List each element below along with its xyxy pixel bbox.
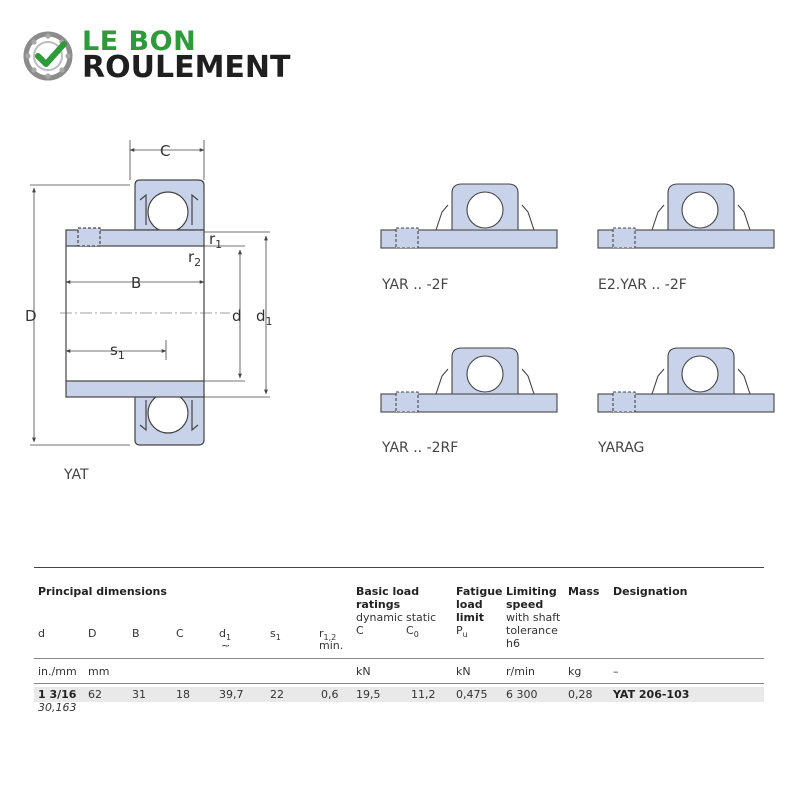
variant-yar-2rf-drawing bbox=[380, 347, 558, 413]
dim-label-r2: r2 bbox=[188, 248, 201, 269]
cell-mass: 0,28 bbox=[568, 688, 593, 701]
symbol-D: D bbox=[88, 627, 97, 640]
unit-rpm: r/min bbox=[506, 665, 535, 678]
yat-section-drawing bbox=[30, 140, 270, 446]
unit-kg: kg bbox=[568, 665, 582, 678]
dim-label-d: d bbox=[232, 307, 242, 325]
symbol-C0: C0 bbox=[406, 624, 419, 640]
symbol-d: d bbox=[38, 627, 45, 640]
unit-in-mm: in./mm bbox=[38, 665, 77, 678]
unit-mm: mm bbox=[88, 665, 110, 678]
yat-caption: YAT bbox=[63, 467, 89, 483]
bearing-check-icon bbox=[23, 31, 73, 81]
cell-d-inch: 1 3/16 bbox=[38, 688, 77, 701]
dim-label-C: C bbox=[160, 142, 170, 160]
variant-yar-2f-drawing bbox=[380, 183, 558, 249]
dim-label-r1: r1 bbox=[209, 230, 222, 251]
dim-label-B: B bbox=[131, 274, 141, 292]
table-row-highlight bbox=[34, 687, 764, 702]
symbol-Pu: Pu bbox=[456, 624, 468, 640]
bearing-drawings: C r1 r2 B D d d1 s1 YAT YAR .. -2F E2.YA… bbox=[25, 140, 775, 483]
cell-designation: YAT 206-103 bbox=[613, 688, 690, 701]
symbol-r12-min: min. bbox=[319, 639, 344, 652]
cell-d-mm: 30,163 bbox=[38, 701, 77, 714]
unit-kN-load: kN bbox=[356, 665, 371, 678]
symbol-d1: d1 bbox=[219, 627, 232, 643]
cell-s1: 22 bbox=[270, 688, 284, 701]
cell-B: 31 bbox=[132, 688, 146, 701]
variant-caption-4: YARAG bbox=[597, 440, 644, 456]
symbol-B: B bbox=[132, 627, 140, 640]
header-limiting-2: speed bbox=[506, 598, 544, 611]
header-basic-load-2: ratings bbox=[356, 598, 401, 611]
variant-caption-3: YAR .. -2RF bbox=[381, 440, 458, 456]
header-static: static bbox=[406, 611, 437, 624]
symbol-r12: r1,2 bbox=[319, 627, 337, 643]
cell-d1: 39,7 bbox=[219, 688, 244, 701]
variant-caption-2: E2.YAR .. -2F bbox=[598, 277, 687, 293]
cell-r12: 0,6 bbox=[321, 688, 339, 701]
company-logo: LE BON ROULEMENT bbox=[22, 28, 302, 84]
header-limiting-4: tolerance bbox=[506, 624, 558, 637]
logo-line-1: LE BON bbox=[82, 26, 197, 57]
dim-label-s1: s1 bbox=[110, 341, 125, 362]
header-dynamic: dynamic bbox=[356, 611, 404, 624]
header-basic-load-1: Basic load bbox=[356, 585, 420, 598]
symbol-C-dyn: C bbox=[356, 624, 364, 637]
symbol-s1: s1 bbox=[270, 627, 281, 643]
header-designation: Designation bbox=[613, 585, 688, 598]
header-limiting-3: with shaft bbox=[506, 611, 561, 624]
cell-C: 18 bbox=[176, 688, 190, 701]
header-rule bbox=[34, 658, 764, 659]
header-limiting-5: h6 bbox=[506, 637, 520, 650]
unit-dash: – bbox=[613, 665, 619, 678]
variant-caption-1: YAR .. -2F bbox=[381, 277, 449, 293]
symbol-C: C bbox=[176, 627, 184, 640]
logo-line-2: ROULEMENT bbox=[82, 50, 291, 85]
header-limiting-1: Limiting bbox=[506, 585, 557, 598]
variant-e2-yar-2f-drawing bbox=[597, 183, 775, 249]
cell-C0: 11,2 bbox=[411, 688, 436, 701]
units-rule bbox=[34, 683, 764, 684]
header-mass: Mass bbox=[568, 585, 600, 598]
unit-kN-fatigue: kN bbox=[456, 665, 471, 678]
variant-yarag-drawing bbox=[597, 347, 775, 413]
symbol-d1-approx: ~ bbox=[221, 639, 231, 652]
header-principal-dimensions: Principal dimensions bbox=[38, 585, 167, 598]
header-fatigue-2: load bbox=[456, 598, 483, 611]
dim-label-d1: d1 bbox=[256, 307, 273, 328]
table-top-rule bbox=[34, 567, 764, 568]
dim-label-D: D bbox=[25, 307, 37, 325]
header-fatigue-3: limit bbox=[456, 611, 485, 624]
cell-C-dyn: 19,5 bbox=[356, 688, 381, 701]
header-fatigue-1: Fatigue bbox=[456, 585, 503, 598]
cell-speed: 6 300 bbox=[506, 688, 538, 701]
cell-Pu: 0,475 bbox=[456, 688, 488, 701]
cell-D: 62 bbox=[88, 688, 102, 701]
